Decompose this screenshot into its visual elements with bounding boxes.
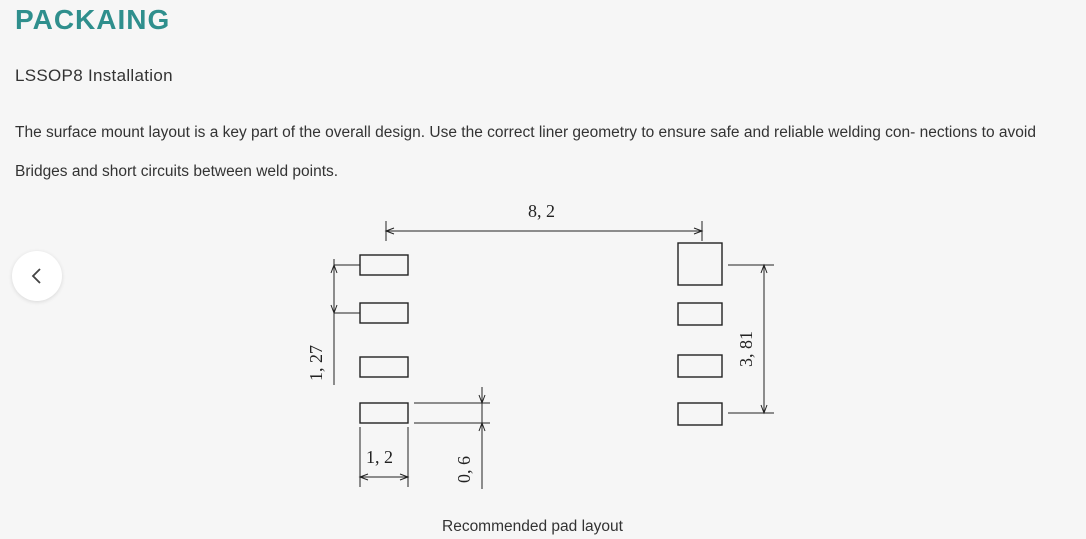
section-description: The surface mount layout is a key part o… [15, 124, 1036, 180]
right-pad-4 [677, 402, 723, 426]
pad-layout-diagram: 8, 2 1, 27 3, 81 1, 2 0, 6 [306, 201, 774, 489]
right-pad-3 [677, 354, 723, 378]
right-pad-2 [677, 302, 723, 326]
left-pad-4 [359, 402, 409, 424]
dim-width-label: 8, 2 [528, 201, 555, 221]
chevron-left-icon [31, 268, 41, 284]
dim-pitch-label: 1, 27 [306, 345, 326, 381]
left-pad-1 [359, 254, 409, 276]
dim-span-label: 3, 81 [736, 331, 756, 367]
section-subtitle: LSSOP8 Installation [15, 66, 173, 85]
carousel-prev-button[interactable] [12, 251, 62, 301]
section-title: PACKAING [15, 4, 171, 35]
right-pad-1 [677, 242, 723, 286]
dim-pad-length-label: 1, 2 [366, 447, 393, 467]
left-pad-2 [359, 302, 409, 324]
dim-pad-width-label: 0, 6 [454, 456, 474, 483]
figure-caption: Recommended pad layout [442, 518, 623, 535]
left-pad-3 [359, 356, 409, 378]
